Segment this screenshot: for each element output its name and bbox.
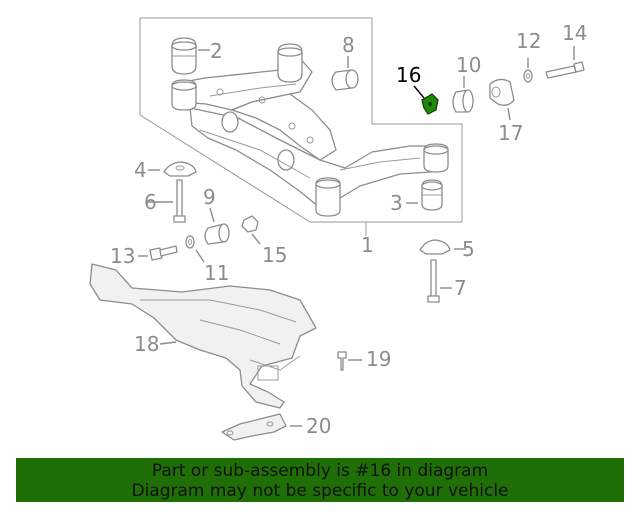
callout-2[interactable]: 2: [210, 39, 223, 63]
part-17-mount[interactable]: [489, 78, 515, 106]
callout-6[interactable]: 6: [144, 190, 157, 214]
part-11-washer[interactable]: [185, 235, 195, 249]
part-16-highlighted-bracket[interactable]: [421, 93, 439, 115]
bushing-front-right[interactable]: [423, 143, 449, 173]
part-5-mount[interactable]: [419, 239, 451, 255]
callout-12[interactable]: 12: [516, 29, 541, 53]
callout-1[interactable]: 1: [361, 233, 374, 257]
callout-17[interactable]: 17: [498, 121, 523, 145]
part-12-washer[interactable]: [523, 69, 533, 83]
callout-10[interactable]: 10: [456, 53, 481, 77]
callout-19[interactable]: 19: [366, 347, 391, 371]
part-14-bolt[interactable]: [545, 61, 585, 79]
subframe-crossmember[interactable]: [171, 55, 445, 207]
banner-line-2: Diagram may not be specific to your vehi…: [131, 481, 509, 501]
callout-16-highlighted[interactable]: 16: [396, 63, 421, 87]
callout-15[interactable]: 15: [262, 243, 287, 267]
bushing-mid-left[interactable]: [171, 79, 197, 111]
leader-lines: [138, 46, 575, 427]
part-10-bushing[interactable]: [452, 89, 474, 113]
callout-5[interactable]: 5: [462, 237, 475, 261]
callout-13[interactable]: 13: [110, 244, 135, 268]
part-8-bushing[interactable]: [331, 69, 359, 91]
part-18-under-shield[interactable]: [89, 263, 317, 409]
bushing-upper-left[interactable]: [171, 37, 197, 75]
callout-3[interactable]: 3: [390, 191, 403, 215]
bushing-lower-center[interactable]: [315, 177, 341, 217]
callout-20[interactable]: 20: [306, 414, 331, 438]
part-19-clip[interactable]: [337, 351, 347, 371]
callout-7[interactable]: 7: [454, 276, 467, 300]
callout-18[interactable]: 18: [134, 332, 159, 356]
callout-8[interactable]: 8: [342, 33, 355, 57]
info-banner: Part or sub-assembly is #16 in diagram D…: [16, 458, 624, 502]
part-9-bushing[interactable]: [204, 223, 230, 245]
part-6-bolt[interactable]: [173, 179, 186, 223]
part-20-bracket-plate[interactable]: [221, 413, 287, 441]
part-3-bushing[interactable]: [421, 179, 443, 211]
callout-14[interactable]: 14: [562, 21, 587, 45]
callout-labels: 1 2 3 4 5 6 7 8 9 10 11 12 13 14 15 16 1…: [110, 21, 587, 438]
callout-4[interactable]: 4: [134, 158, 147, 182]
bushing-upper-right[interactable]: [277, 43, 303, 83]
part-15-nut[interactable]: [241, 215, 259, 233]
part-7-bolt[interactable]: [427, 259, 440, 303]
part-13-bolt[interactable]: [149, 245, 178, 261]
banner-line-1: Part or sub-assembly is #16 in diagram: [151, 461, 489, 481]
subframe-assembly-outline: [139, 17, 463, 236]
part-4-mount[interactable]: [163, 161, 197, 177]
callout-9[interactable]: 9: [203, 185, 216, 209]
callout-11[interactable]: 11: [204, 261, 229, 285]
